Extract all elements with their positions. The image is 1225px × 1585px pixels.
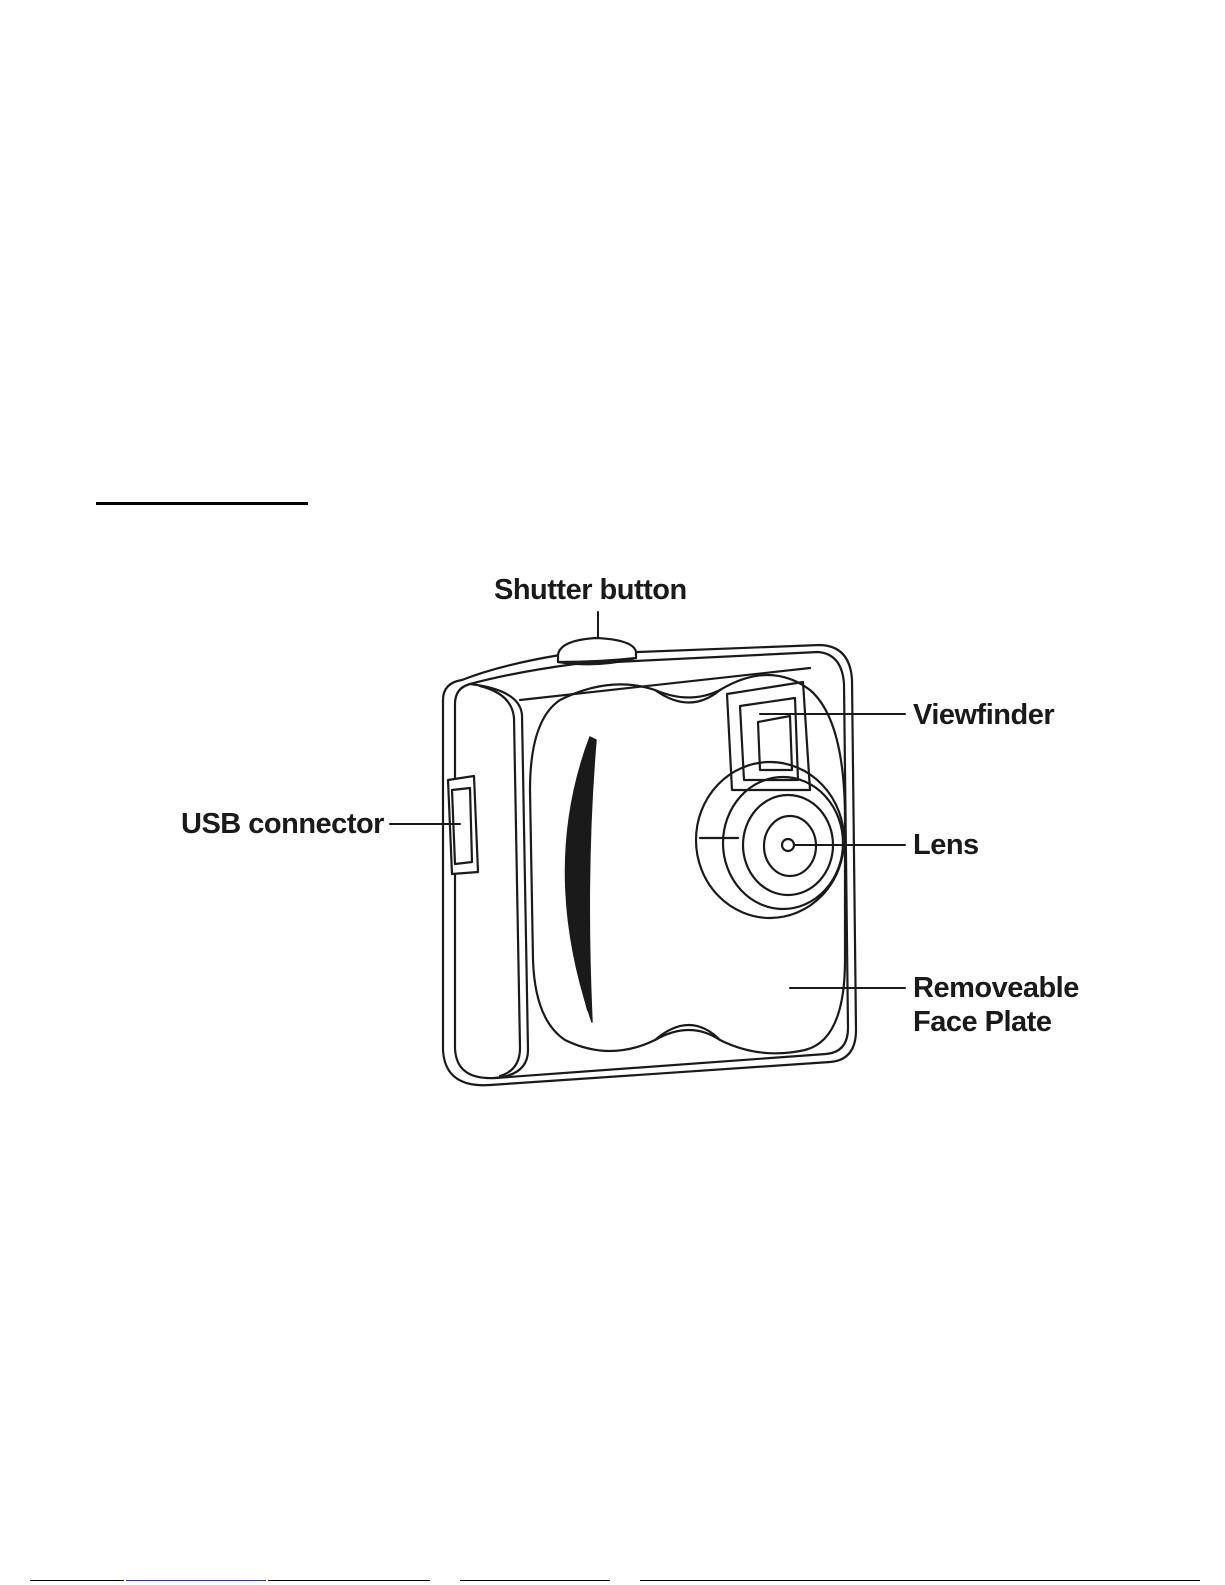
footer-rule-mid [268, 1580, 430, 1581]
lens-label: Lens [913, 828, 979, 862]
footer-link-underline [126, 1580, 266, 1581]
face-plate-label-line2: Face Plate [913, 1005, 1051, 1039]
usb-connector-label: USB connector [181, 807, 384, 841]
camera-body [443, 645, 856, 1085]
footer-rule-left [30, 1580, 124, 1581]
viewfinder-label: Viewfinder [913, 698, 1054, 732]
footer-rule-right [640, 1580, 1200, 1581]
viewfinder [727, 682, 810, 790]
shutter-button-label: Shutter button [494, 573, 687, 607]
removeable-face-plate [530, 675, 845, 1053]
shutter-button [558, 638, 636, 664]
face-plate-label-line1: Removeable [913, 971, 1079, 1005]
footer-rule-mid2 [460, 1580, 610, 1581]
lens [696, 762, 844, 918]
